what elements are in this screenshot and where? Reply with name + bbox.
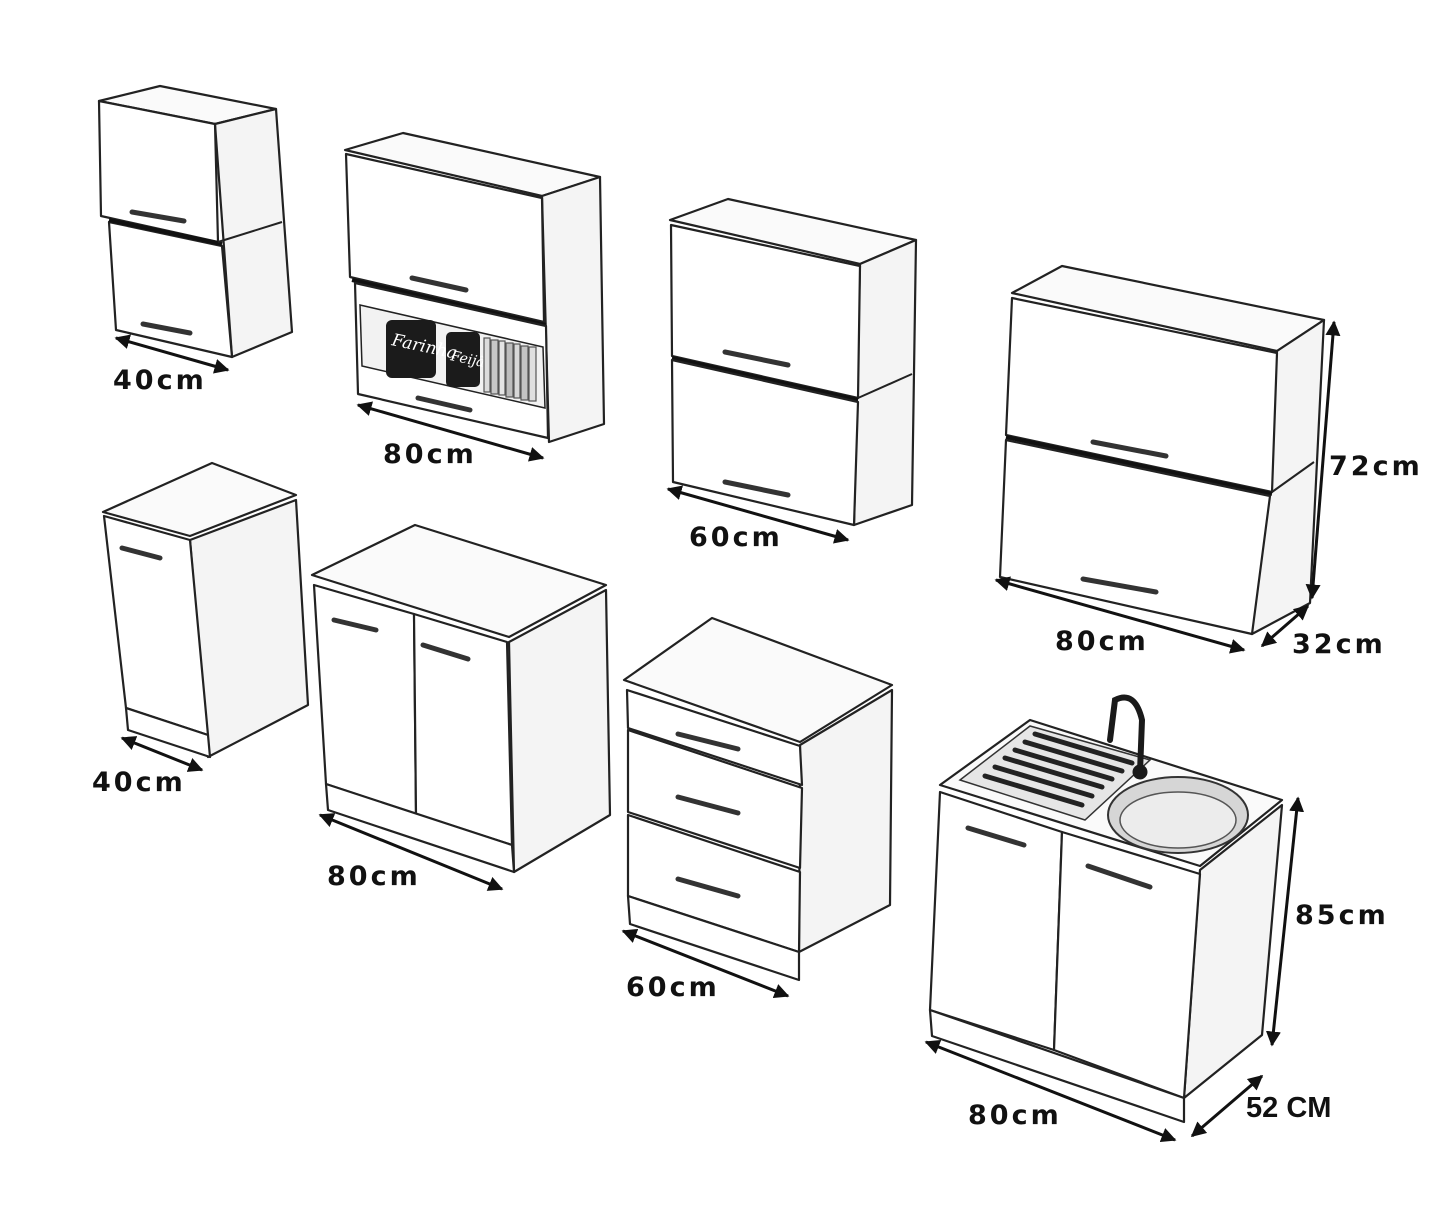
handle-icon: [119, 545, 163, 561]
handle-icon: [965, 825, 1027, 848]
dimension-label-wall-80-width: 80cm: [1055, 626, 1149, 657]
handle-icon: [420, 642, 471, 662]
dimension-label-wall-60-width: 60cm: [689, 522, 783, 553]
books-icon: [483, 337, 537, 402]
handle-icon: [1085, 863, 1153, 890]
handle-icon: [1090, 439, 1169, 459]
wall-cabinet-80-glass: Farinha Feijão: [343, 131, 606, 444]
dimension-label-base-80-width: 80cm: [327, 861, 421, 892]
dimension-label-sink-80-width: 80cm: [968, 1100, 1062, 1131]
drainboard-ridges: [982, 731, 1135, 808]
handle-icon: [331, 617, 379, 633]
faucet-icon: [1107, 694, 1148, 780]
wall-cabinet-60: [668, 197, 918, 527]
dimension-label-base-60-width: 60cm: [626, 972, 720, 1003]
dimension-label-sink-80-depth: 52 CM: [1246, 1092, 1332, 1124]
handle-icon: [129, 209, 187, 224]
dimension-label-base-40-width: 40cm: [92, 767, 186, 798]
dimension-label-wall-80-depth: 32cm: [1292, 629, 1386, 660]
dimension-label-sink-80-height: 85cm: [1295, 900, 1389, 931]
wall-cabinet-40: [97, 84, 294, 359]
handle-icon: [675, 794, 741, 816]
dimension-label-wall-80-height: 72cm: [1329, 451, 1423, 482]
handle-icon: [722, 349, 791, 368]
dimension-label-wall-40-width: 40cm: [113, 365, 207, 396]
jar-icon: [446, 332, 480, 387]
handle-icon: [675, 876, 741, 899]
base-cabinet-60-drawers: [622, 616, 894, 982]
dimension-arrows: [114, 320, 1341, 1143]
wall-cabinet-80: [998, 264, 1326, 636]
handle-icon: [140, 321, 193, 336]
base-cabinet-80: [310, 523, 612, 874]
handle-icon: [675, 731, 741, 752]
jar-icon: [386, 320, 436, 378]
sink-cabinet-80: [928, 694, 1284, 1124]
dimension-label-wall-80-glass-width: 80cm: [383, 439, 477, 470]
base-cabinet-40: [101, 461, 310, 759]
handle-icon: [409, 275, 469, 293]
